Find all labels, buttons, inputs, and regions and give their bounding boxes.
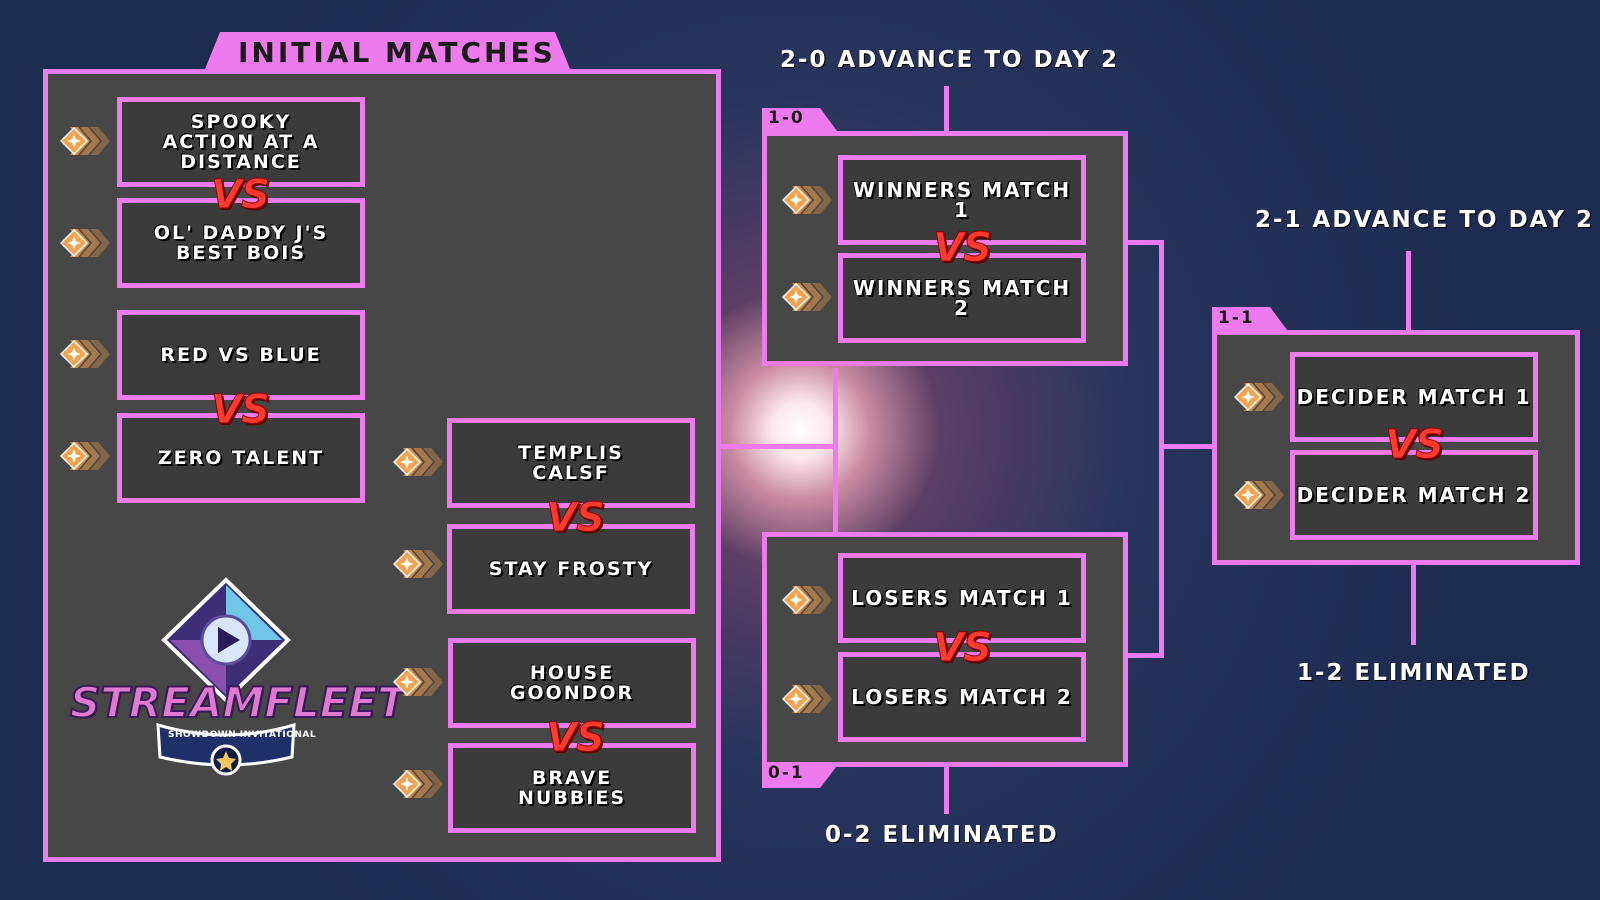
chevron-icon <box>60 126 110 156</box>
team-slot-brave-nubbies[interactable]: BRAVE NUBBIES <box>448 743 696 833</box>
match-slot-losers-2[interactable]: LOSERS MATCH 2 <box>838 652 1086 742</box>
team-slot-ol-daddy[interactable]: OL' DADDY J'S BEST BOIS <box>117 198 365 288</box>
vs-label: VS <box>211 172 271 218</box>
connector-line <box>944 86 949 133</box>
eliminated-label-1-2: 1-2 ELIMINATED <box>1297 660 1531 686</box>
chevron-icon <box>1234 382 1284 412</box>
vs-label: VS <box>1385 422 1445 468</box>
connector-line <box>833 368 838 538</box>
initial-matches-tab <box>203 32 572 74</box>
team-slot-stay-frosty[interactable]: STAY FROSTY <box>447 524 695 614</box>
chevron-icon <box>782 684 832 714</box>
initial-matches-title: INITIAL MATCHES <box>238 36 556 69</box>
connector-line <box>1159 240 1164 658</box>
eliminated-label-0-2: 0-2 ELIMINATED <box>825 822 1059 848</box>
match-slot-losers-1[interactable]: LOSERS MATCH 1 <box>838 553 1086 643</box>
chevron-icon <box>393 447 443 477</box>
match-slot-winners-2[interactable]: WINNERS MATCH 2 <box>838 253 1086 343</box>
logo-wordmark: STREAMFLEET <box>69 677 407 728</box>
vs-label: VS <box>211 387 271 433</box>
connector-line <box>944 762 949 814</box>
match-slot-decider-2[interactable]: DECIDER MATCH 2 <box>1290 450 1538 540</box>
connector-line <box>1406 251 1411 330</box>
team-slot-house-goondor[interactable]: HOUSE GOONDOR <box>448 638 696 728</box>
logo-subtitle: SHOWDOWN INVITATIONAL <box>168 730 317 740</box>
team-slot-red-vs-blue[interactable]: RED VS BLUE <box>117 310 365 400</box>
vs-label: VS <box>933 225 993 271</box>
bracket-tab-label: 1-1 <box>1218 308 1255 328</box>
team-slot-templis[interactable]: TEMPLIS CALSF <box>447 418 695 508</box>
team-slot-spooky[interactable]: SPOOKY ACTION AT A DISTANCE <box>117 97 365 187</box>
chevron-icon <box>393 769 443 799</box>
connector-line <box>1126 653 1164 658</box>
chevron-icon <box>393 667 443 697</box>
connector-line <box>1126 240 1164 245</box>
streamfleet-logo <box>156 577 296 776</box>
connector-line <box>1411 560 1416 645</box>
chevron-icon <box>60 441 110 471</box>
chevron-icon <box>1234 480 1284 510</box>
bracket-tab-1-0 <box>762 108 840 135</box>
chevron-icon <box>60 228 110 258</box>
vs-label: VS <box>546 715 606 761</box>
match-slot-winners-1[interactable]: WINNERS MATCH 1 <box>838 155 1086 245</box>
advance-label-2-1: 2-1 ADVANCE TO DAY 2 <box>1255 207 1594 233</box>
chevron-icon <box>782 282 832 312</box>
advance-label-2-0: 2-0 ADVANCE TO DAY 2 <box>780 47 1119 73</box>
bracket-tab-0-1 <box>762 762 840 788</box>
chevron-icon <box>782 185 832 215</box>
chevron-icon <box>393 549 443 579</box>
bracket-tab-label: 0-1 <box>768 763 805 783</box>
connector-line <box>721 444 837 449</box>
vs-label: VS <box>933 625 993 671</box>
chevron-icon <box>60 339 110 369</box>
team-slot-zero-talent[interactable]: ZERO TALENT <box>117 413 365 503</box>
vs-label: VS <box>546 495 606 541</box>
bracket-tab-1-1 <box>1212 307 1290 334</box>
chevron-icon <box>782 585 832 615</box>
match-slot-decider-1[interactable]: DECIDER MATCH 1 <box>1290 352 1538 442</box>
bracket-tab-label: 1-0 <box>768 108 805 128</box>
connector-line <box>1159 444 1213 449</box>
